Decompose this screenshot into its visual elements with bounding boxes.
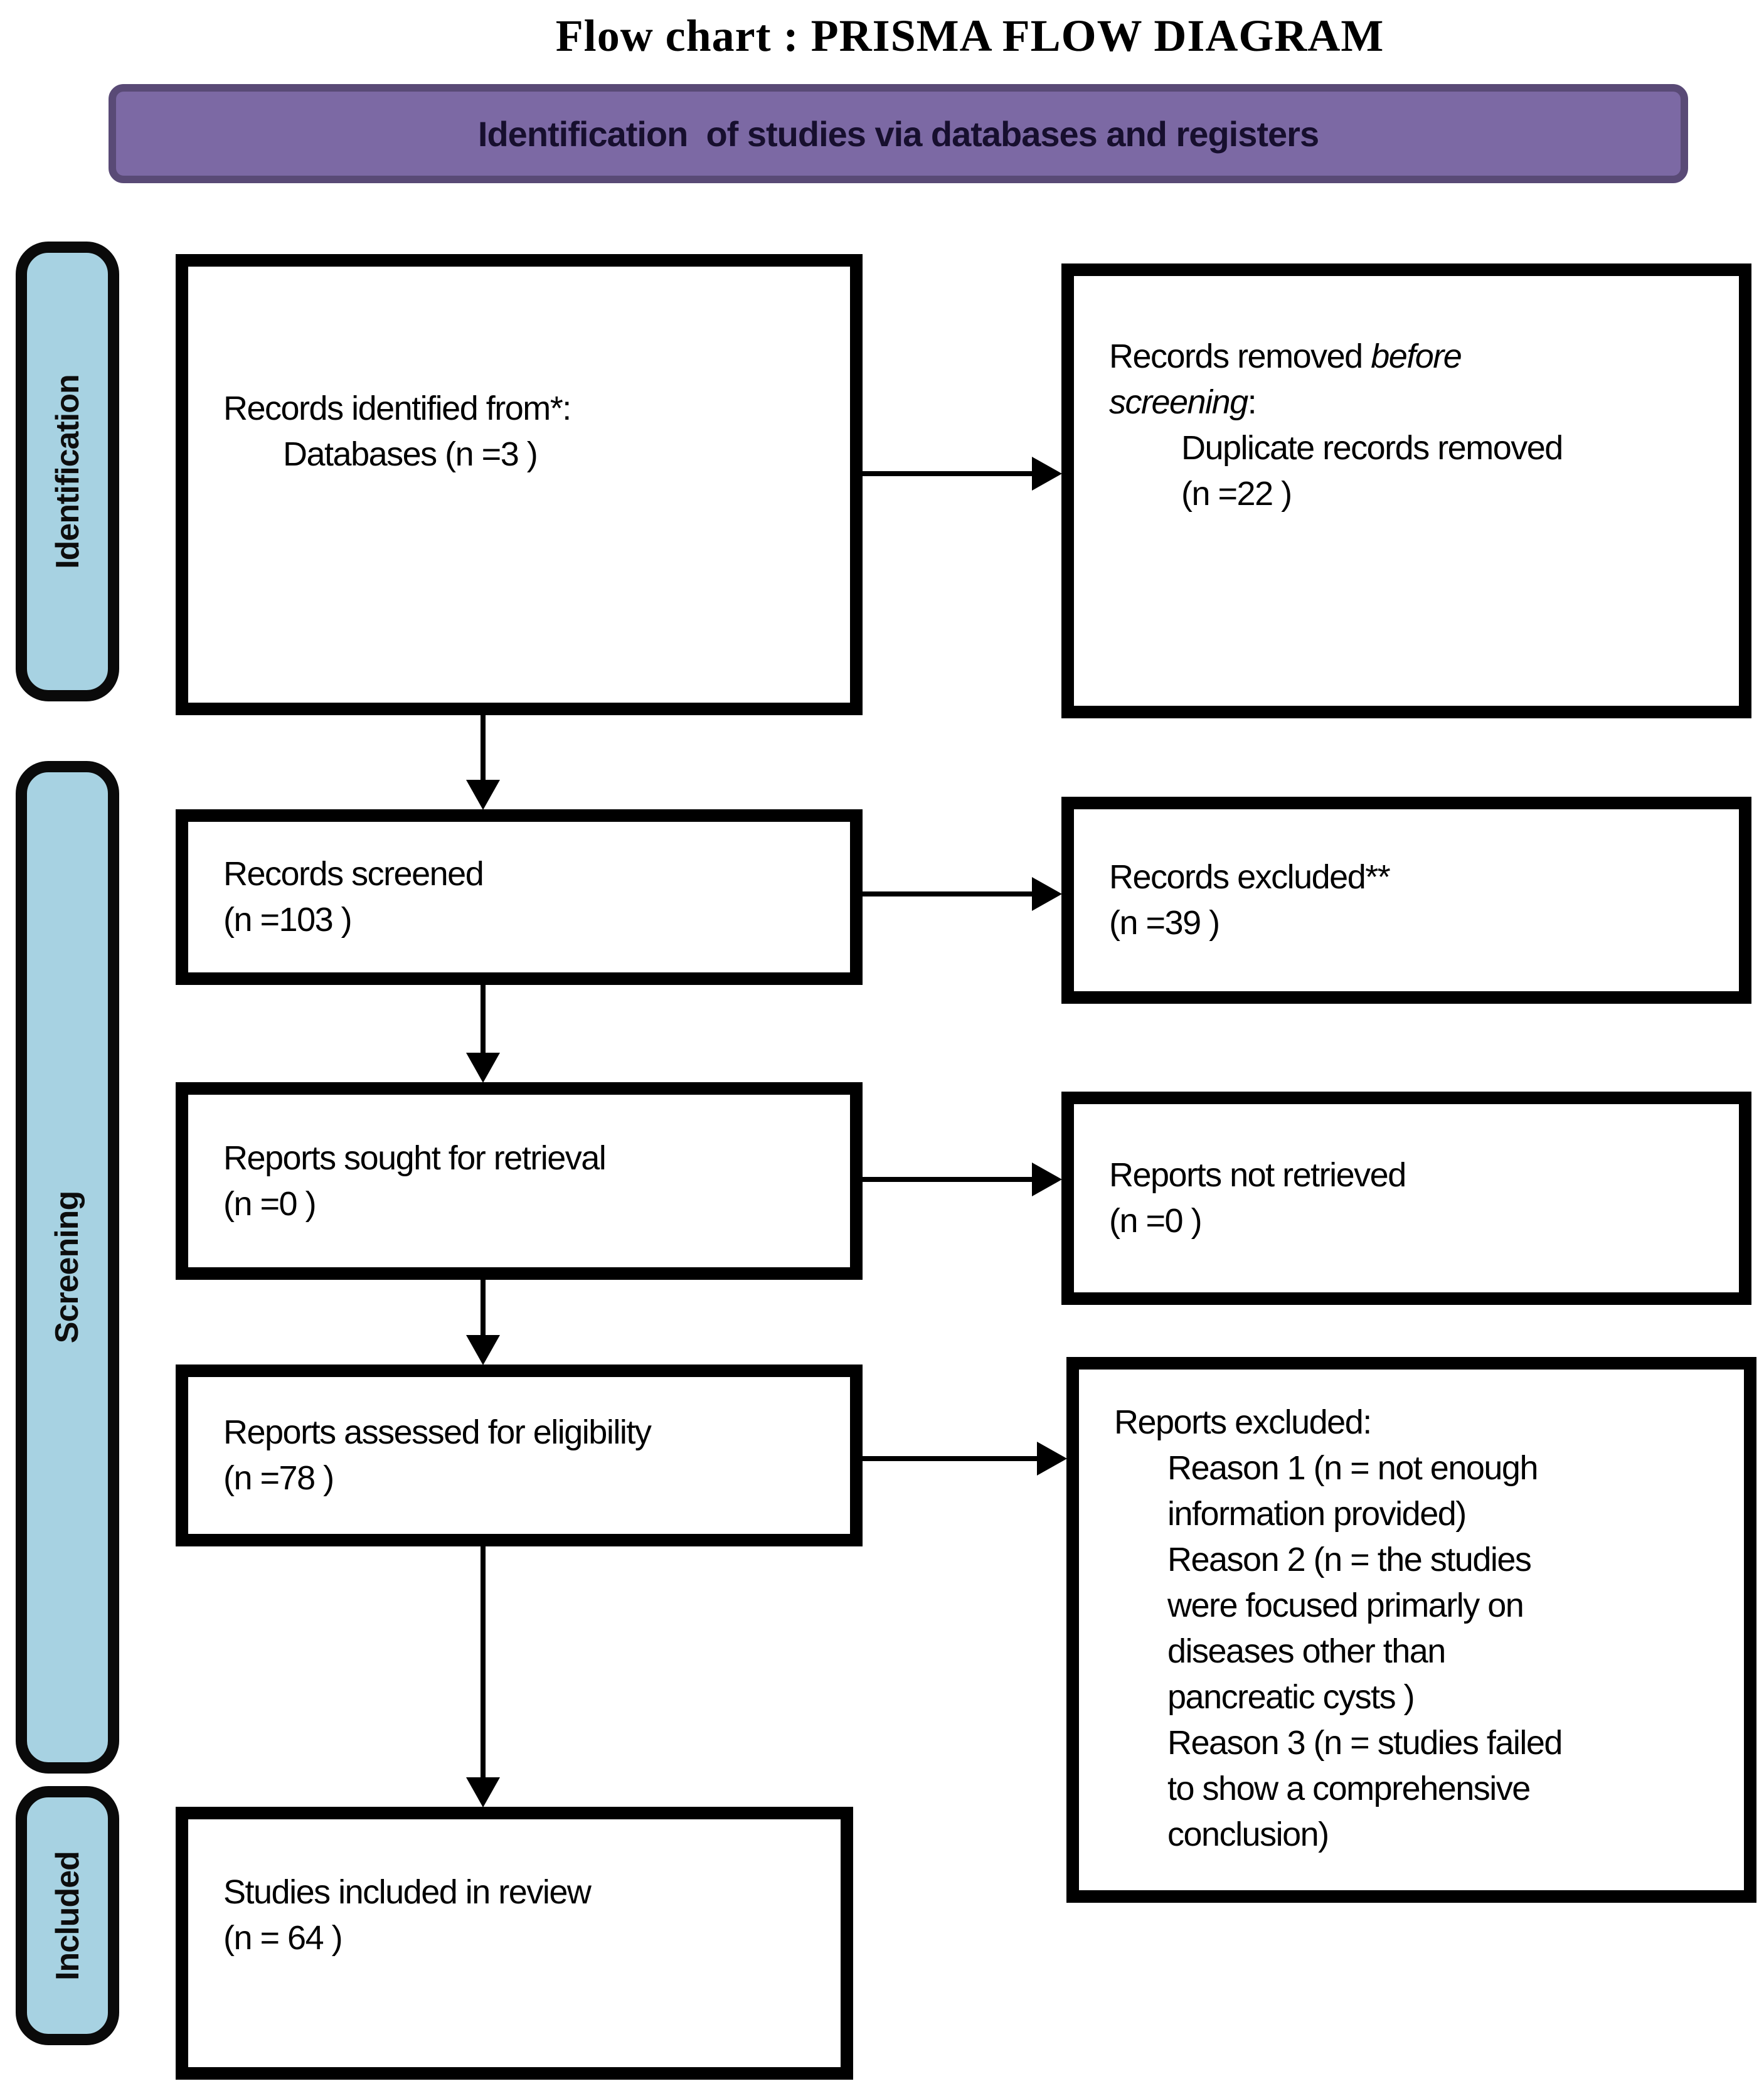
- arrow-head-right-icon: [1032, 877, 1062, 911]
- box-text-line: conclusion): [1167, 1816, 1329, 1853]
- box-text-segment: Records removed: [1109, 337, 1371, 375]
- arrow-line: [863, 1456, 1038, 1461]
- box-text-line: Records excluded**: [1109, 858, 1391, 896]
- box-text-line: Records removed before: [1109, 334, 1721, 380]
- box-text-line: pancreatic cysts ): [1167, 1678, 1415, 1716]
- box-text-line: Reports sought for retrieval: [223, 1139, 607, 1177]
- box-text-line: Records identified from*:: [223, 389, 571, 427]
- box-records-identified: Records identified from*: Databases (n =…: [176, 254, 863, 715]
- box-text-line: Databases (n =3 ): [283, 435, 538, 473]
- box-reports-excluded-reasons: Reports excluded: Reason 1 (n = not enou…: [1066, 1357, 1756, 1903]
- box-text-line: (n =103 ): [223, 901, 353, 939]
- arrow-head-down-icon: [466, 1335, 500, 1365]
- box-studies-included-content: Studies included in review (n = 64 ): [223, 1870, 823, 1961]
- arrow-head-down-icon: [466, 1053, 500, 1083]
- box-records-removed-before-screening: Records removed before screening: Duplic…: [1061, 263, 1751, 718]
- stage-label-identification: Identification: [16, 242, 119, 701]
- box-text-line: Duplicate records removed: [1181, 428, 1563, 467]
- stage-label-screening: Screening: [16, 761, 119, 1774]
- stage-label-screening-text: Screening: [49, 1191, 86, 1344]
- box-reports-assessed-for-eligibility: Reports assessed for eligibility (n =78 …: [176, 1365, 863, 1546]
- box-text-line: Reports excluded:: [1114, 1403, 1372, 1441]
- banner-identification-of-studies: Identification of studies via databases …: [109, 84, 1688, 183]
- box-text-line: Reason 1 (n = not enough: [1167, 1449, 1538, 1487]
- box-text-line: Studies included in review: [223, 1873, 592, 1911]
- stage-label-included-text: Included: [49, 1851, 86, 1981]
- arrow-head-right-icon: [1032, 1162, 1062, 1196]
- box-text-line: (n =22 ): [1181, 474, 1292, 513]
- page-title: Flow chart : PRISMA FLOW DIAGRAM: [555, 11, 1384, 61]
- box-text-segment-italic: screening: [1109, 383, 1248, 421]
- arrow-head-right-icon: [1032, 457, 1062, 491]
- box-text-line: (n =39 ): [1109, 904, 1220, 942]
- stage-label-included: Included: [16, 1786, 119, 2045]
- box-text-line: (n =0 ): [1109, 1202, 1203, 1240]
- arrow-head-right-icon: [1037, 1442, 1067, 1476]
- arrow-line: [863, 891, 1033, 896]
- box-reports-not-retrieved: Reports not retrieved (n =0 ): [1061, 1092, 1751, 1305]
- box-text-line: Reason 3 (n = studies failed: [1167, 1724, 1563, 1762]
- box-text-line: screening:: [1109, 380, 1721, 425]
- box-text-line: (n = 64 ): [223, 1918, 343, 1957]
- arrow-line: [863, 471, 1033, 476]
- box-text-line: to show a comprehensive: [1167, 1770, 1531, 1807]
- box-records-identified-content: Records identified from*: Databases (n =…: [223, 386, 832, 477]
- box-text-line: Reports not retrieved: [1109, 1156, 1406, 1194]
- box-text-line: Reason 2 (n = the studies: [1167, 1541, 1532, 1578]
- box-records-removed-content: Records removed before screening: Duplic…: [1109, 334, 1721, 517]
- box-text-line: (n =78 ): [223, 1459, 334, 1497]
- banner-label: Identification of studies via databases …: [477, 114, 1319, 154]
- box-text-line: were focused primarly on: [1167, 1587, 1524, 1624]
- arrow-line: [481, 714, 486, 782]
- box-text-line: information provided): [1167, 1495, 1467, 1533]
- arrow-line: [863, 1177, 1033, 1182]
- box-reports-sought-for-retrieval: Reports sought for retrieval (n =0 ): [176, 1082, 863, 1280]
- arrow-line: [481, 1280, 486, 1336]
- arrow-head-down-icon: [466, 780, 500, 810]
- box-text-line: Reports assessed for eligibility: [223, 1413, 652, 1451]
- arrow-line: [481, 1546, 486, 1779]
- box-text-segment: :: [1247, 383, 1257, 421]
- box-text-line: Records screened: [223, 855, 484, 893]
- box-studies-included-in-review: Studies included in review (n = 64 ): [176, 1807, 853, 2080]
- box-text-line: diseases other than: [1167, 1632, 1446, 1670]
- box-records-excluded: Records excluded** (n =39 ): [1061, 797, 1751, 1004]
- box-text-line: (n =0 ): [223, 1184, 317, 1223]
- box-text-segment-italic: before: [1371, 337, 1462, 375]
- box-records-screened: Records screened (n =103 ): [176, 809, 863, 985]
- stage-label-identification-text: Identification: [49, 374, 86, 569]
- arrow-head-down-icon: [466, 1777, 500, 1807]
- arrow-line: [481, 985, 486, 1054]
